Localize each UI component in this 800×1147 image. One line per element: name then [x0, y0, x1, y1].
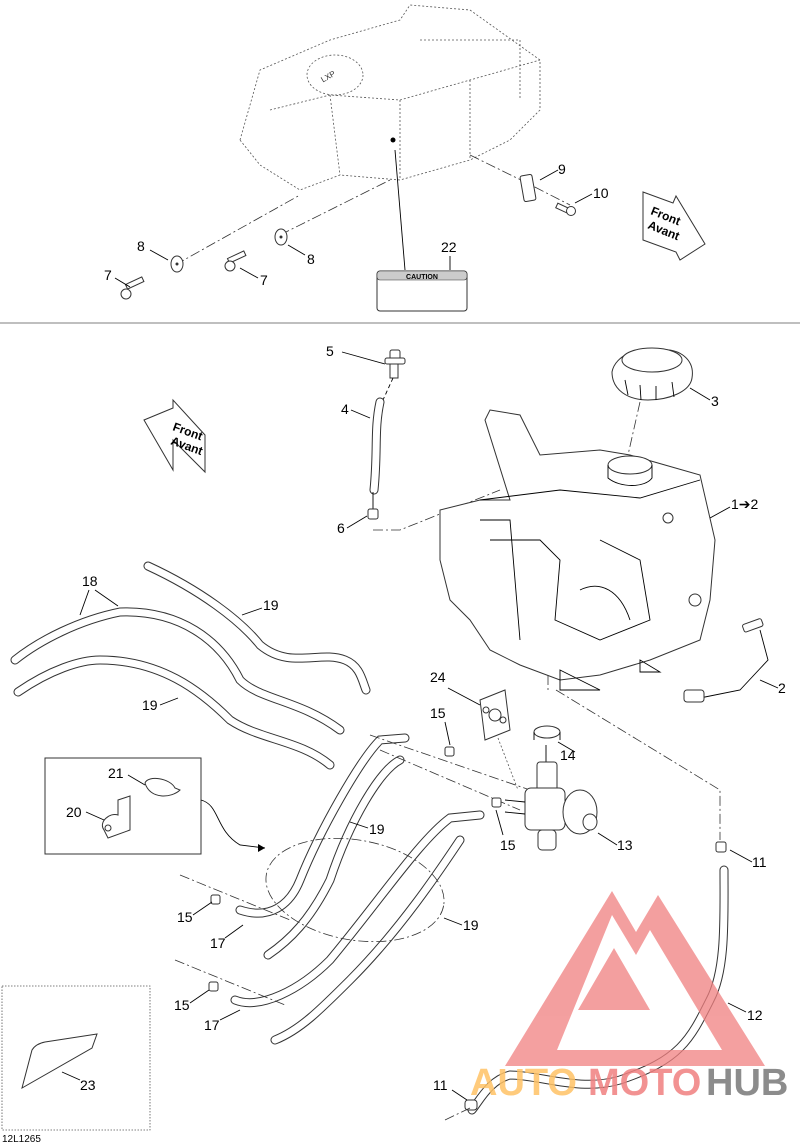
clamp-15a — [444, 746, 455, 757]
callout-21: 21 — [108, 765, 124, 781]
watermark-moto: MOTO — [588, 1062, 701, 1104]
washer-8b — [274, 228, 288, 246]
callout-8a: 8 — [137, 238, 145, 254]
logo-triangle-icon — [505, 891, 765, 1066]
callout-12: 12 — [747, 1007, 763, 1023]
flange-24 — [479, 689, 511, 741]
callout-6: 6 — [337, 520, 345, 536]
callout-17b: 17 — [204, 1017, 220, 1033]
callout-23: 23 — [80, 1077, 96, 1093]
clamp-15d — [208, 981, 219, 992]
callout-15d: 15 — [174, 997, 190, 1013]
clamp-15c — [210, 894, 221, 905]
callout-18: 18 — [82, 573, 98, 589]
callout-1-2: 1➔2 — [731, 496, 759, 512]
callout-5: 5 — [326, 343, 334, 359]
callout-7a: 7 — [104, 267, 112, 283]
clamp-15b — [491, 797, 502, 808]
watermark-logo — [505, 891, 765, 1066]
callout-15b: 15 — [500, 837, 516, 853]
callout-24: 24 — [430, 669, 446, 685]
callout-15c: 15 — [177, 909, 193, 925]
tank-cap-mark: LXP — [319, 69, 337, 84]
callout-14: 14 — [560, 747, 576, 763]
washer-8a — [170, 255, 184, 273]
clamp-11b — [464, 1099, 478, 1111]
watermark-text: AUTO MOTO HUB — [470, 1062, 788, 1104]
fuel-cap-3 — [611, 347, 693, 401]
callout-2: 2 — [778, 680, 786, 696]
callout-22: 22 — [441, 239, 457, 255]
callout-4: 4 — [341, 401, 349, 417]
callout-19c: 19 — [369, 821, 385, 837]
front-arrow-right: Front Avant — [642, 191, 706, 261]
callout-10: 10 — [593, 185, 609, 201]
callout-7b: 7 — [260, 272, 268, 288]
callout-19a: 19 — [263, 597, 279, 613]
watermark-auto: AUTO — [470, 1062, 577, 1104]
upper-tank-assembly: LXP — [239, 4, 541, 191]
clamp-6 — [367, 508, 379, 520]
clamp-11a — [715, 841, 727, 853]
callout-19b: 19 — [142, 697, 158, 713]
logo-inner-triangle-icon — [578, 948, 650, 1010]
callout-11a: 11 — [752, 854, 767, 870]
inset-box-bracket-clip — [44, 757, 266, 855]
callout-19d: 19 — [463, 917, 479, 933]
drawing-code: 12L1265 — [2, 1134, 41, 1145]
front-arrow-left: Front Avant — [143, 398, 206, 474]
watermark-hub: HUB — [706, 1062, 788, 1104]
callout-17a: 17 — [210, 935, 226, 951]
check-valve-5 — [384, 349, 406, 379]
callout-13: 13 — [617, 837, 633, 853]
fuel-lines-17-19 — [230, 733, 485, 1045]
callout-9: 9 — [558, 161, 566, 177]
plate-9 — [519, 173, 537, 203]
caution-decal: CAUTION — [376, 270, 468, 312]
callout-3: 3 — [711, 393, 719, 409]
callout-11b: 11 — [433, 1077, 448, 1093]
screw-10 — [555, 202, 576, 216]
caution-text: CAUTION — [406, 274, 438, 281]
fuel-pump-13 — [504, 761, 598, 851]
inset-box-protector — [1, 985, 151, 1131]
ring-14 — [533, 725, 561, 739]
label-location-dot — [390, 137, 396, 143]
callout-15a: 15 — [430, 705, 446, 721]
fuel-tank-1 — [439, 409, 716, 691]
fuel-hoses — [10, 561, 371, 770]
screw-7a — [120, 276, 145, 300]
callout-20: 20 — [66, 804, 82, 820]
screw-7b — [224, 250, 247, 272]
fuel-level-sensor-2 — [683, 618, 769, 703]
callout-8b: 8 — [307, 251, 315, 267]
